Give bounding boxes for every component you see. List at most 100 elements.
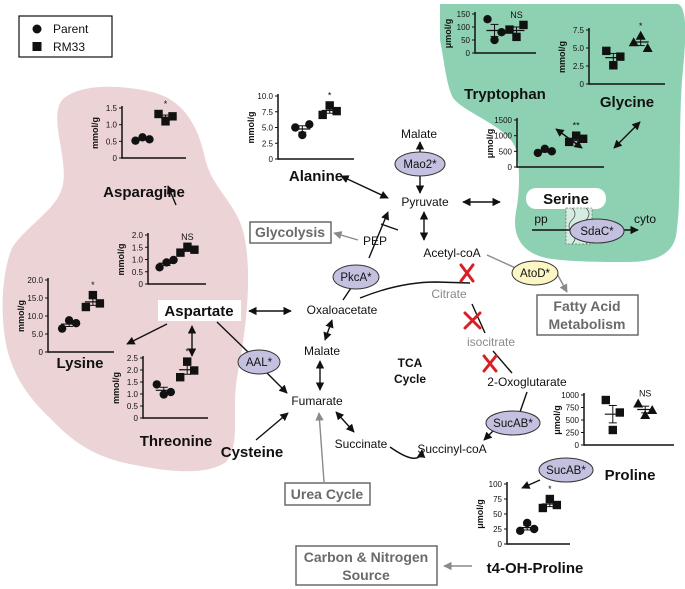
chart-y-tick-label: 1.5 bbox=[106, 104, 118, 113]
chart-title: t4-OH-Proline bbox=[487, 560, 584, 577]
label-cyto: cyto bbox=[634, 212, 656, 226]
chart-y-unit: μmol/g bbox=[443, 19, 453, 49]
chart-title: Glycine bbox=[600, 94, 654, 111]
chart-y-tick-label: 0 bbox=[508, 163, 513, 172]
label-pp: pp bbox=[534, 212, 548, 226]
carbon-nitrogen-label-line2: Source bbox=[342, 567, 390, 583]
pathway-urea-cycle: Urea Cycle bbox=[284, 482, 371, 506]
fatty-acid-box bbox=[536, 294, 639, 336]
legend-label-rm33: RM33 bbox=[53, 40, 85, 54]
glycolysis-label: Glycolysis bbox=[255, 224, 325, 240]
chart-point-circle bbox=[169, 255, 178, 265]
metabolite-aspartate: Aspartate bbox=[164, 303, 233, 320]
chart-title: Alanine bbox=[289, 168, 343, 185]
chart-point-square bbox=[168, 112, 177, 121]
chart-point-square bbox=[88, 290, 98, 300]
metabolite-citrate: Citrate bbox=[431, 287, 467, 301]
chart-y-tick-label: 1500 bbox=[494, 116, 512, 125]
chart-y-tick-label: 0.5 bbox=[127, 402, 139, 411]
metabolite-2-oxoglutarate: 2-Oxoglutarate bbox=[487, 375, 567, 389]
chart-point-circle bbox=[159, 390, 168, 399]
legend-circle-marker bbox=[32, 24, 42, 34]
chart-point-square bbox=[615, 408, 624, 417]
chart-point-circle bbox=[155, 263, 164, 272]
chart-title: Asparagine bbox=[103, 184, 185, 201]
enzyme-atod: AtoD* bbox=[511, 260, 559, 286]
chart-y-tick-label: 0 bbox=[498, 540, 503, 549]
arrow-sucab-t4ohproline bbox=[521, 479, 541, 489]
block-mark-citrate-icon bbox=[459, 263, 475, 283]
chart-point-circle bbox=[145, 135, 154, 144]
chart-point-square bbox=[176, 373, 185, 382]
chart-y-tick-label: 15.0 bbox=[27, 294, 43, 303]
sdac-oval bbox=[569, 218, 625, 244]
chart-y-tick-label: 100 bbox=[489, 480, 503, 489]
chart-y-tick-label: 1.0 bbox=[106, 121, 118, 130]
chart-y-tick-label: 100 bbox=[457, 23, 471, 32]
block-mark-isocitrate-icon bbox=[463, 311, 482, 330]
chart-point-circle bbox=[533, 148, 543, 158]
chart-point-square bbox=[183, 242, 192, 251]
chart-title: Proline bbox=[605, 467, 656, 484]
sucab-proline-oval bbox=[538, 457, 594, 483]
metabolite-oxaloacetate: Oxaloacetate bbox=[307, 303, 378, 317]
chart-y-tick-label: 150 bbox=[457, 10, 471, 19]
chart-title: Serine bbox=[543, 191, 589, 208]
chart-y-tick-label: 0 bbox=[139, 280, 144, 289]
chart-point-triangle bbox=[647, 405, 658, 414]
chart-y-tick-label: 10.0 bbox=[27, 312, 43, 321]
chart-point-circle bbox=[483, 15, 492, 24]
enzyme-pkca: PkcA* bbox=[332, 264, 380, 290]
chart-point-triangle bbox=[640, 410, 651, 419]
chart-point-circle bbox=[131, 136, 140, 145]
legend: Parent RM33 bbox=[18, 15, 113, 58]
chart-point-square bbox=[95, 299, 105, 308]
chart-point-triangle bbox=[633, 398, 644, 408]
arrow-serine-tryptophan bbox=[555, 128, 583, 149]
amino-acid-region bbox=[2, 86, 249, 472]
chart-y-tick-label: 2.0 bbox=[132, 231, 144, 240]
chart-y-tick-label: 2.5 bbox=[127, 354, 139, 363]
chart-point-square bbox=[81, 302, 91, 312]
arrow-oxaloacetate-citrate bbox=[359, 281, 471, 299]
arrow-oxoglutarate-sucab bbox=[519, 391, 528, 413]
chart-point-square bbox=[325, 101, 334, 110]
metabolite-isocitrate: isocitrate bbox=[467, 335, 515, 349]
chart-y-unit: mmol/g bbox=[90, 117, 100, 149]
chart-title: Threonine bbox=[140, 433, 213, 450]
chart-point-square bbox=[616, 52, 625, 61]
chart-point-circle bbox=[152, 380, 161, 389]
chart-point-circle bbox=[515, 526, 525, 535]
pathway-carbon-nitrogen: Carbon & Nitrogen Source bbox=[295, 545, 438, 586]
urea-cycle-label: Urea Cycle bbox=[291, 486, 364, 502]
chart-point-square bbox=[505, 25, 514, 34]
chart-y-unit: mmol/g bbox=[557, 41, 567, 73]
chart-y-unit: mmol/g bbox=[111, 372, 121, 404]
chart-y-tick-label: 25 bbox=[493, 525, 502, 534]
chart-point-circle bbox=[138, 133, 147, 142]
metabolite-cysteine: Cysteine bbox=[221, 444, 284, 461]
chart-point-circle bbox=[298, 130, 307, 140]
arrow-aal-fumarate bbox=[265, 371, 288, 394]
chart-y-unit: mmol/g bbox=[16, 300, 26, 332]
chart-y-tick-label: 2.0 bbox=[127, 366, 139, 375]
atod-label: AtoD* bbox=[520, 268, 551, 280]
chart-point-circle bbox=[490, 35, 499, 45]
metabolite-acetyl-coa: Acetyl-coA bbox=[423, 246, 480, 260]
enzyme-aal: AAL* bbox=[237, 349, 281, 375]
chart-significance-label: * bbox=[328, 90, 332, 100]
mao2-oval bbox=[394, 151, 446, 177]
metabolite-fumarate: Fumarate bbox=[291, 394, 343, 408]
arrow-aspartate-aal bbox=[216, 321, 249, 353]
aal-label: AAL* bbox=[246, 357, 273, 369]
legend-label-parent: Parent bbox=[53, 22, 89, 36]
legend-square-marker bbox=[32, 42, 42, 51]
chart-y-unit: mmol/g bbox=[116, 243, 126, 275]
chart-point-square bbox=[552, 500, 562, 510]
chart-point-triangle bbox=[635, 30, 646, 40]
chart-point-square bbox=[602, 46, 611, 56]
chart-point-circle bbox=[540, 144, 550, 154]
chart-point-square bbox=[176, 248, 185, 257]
